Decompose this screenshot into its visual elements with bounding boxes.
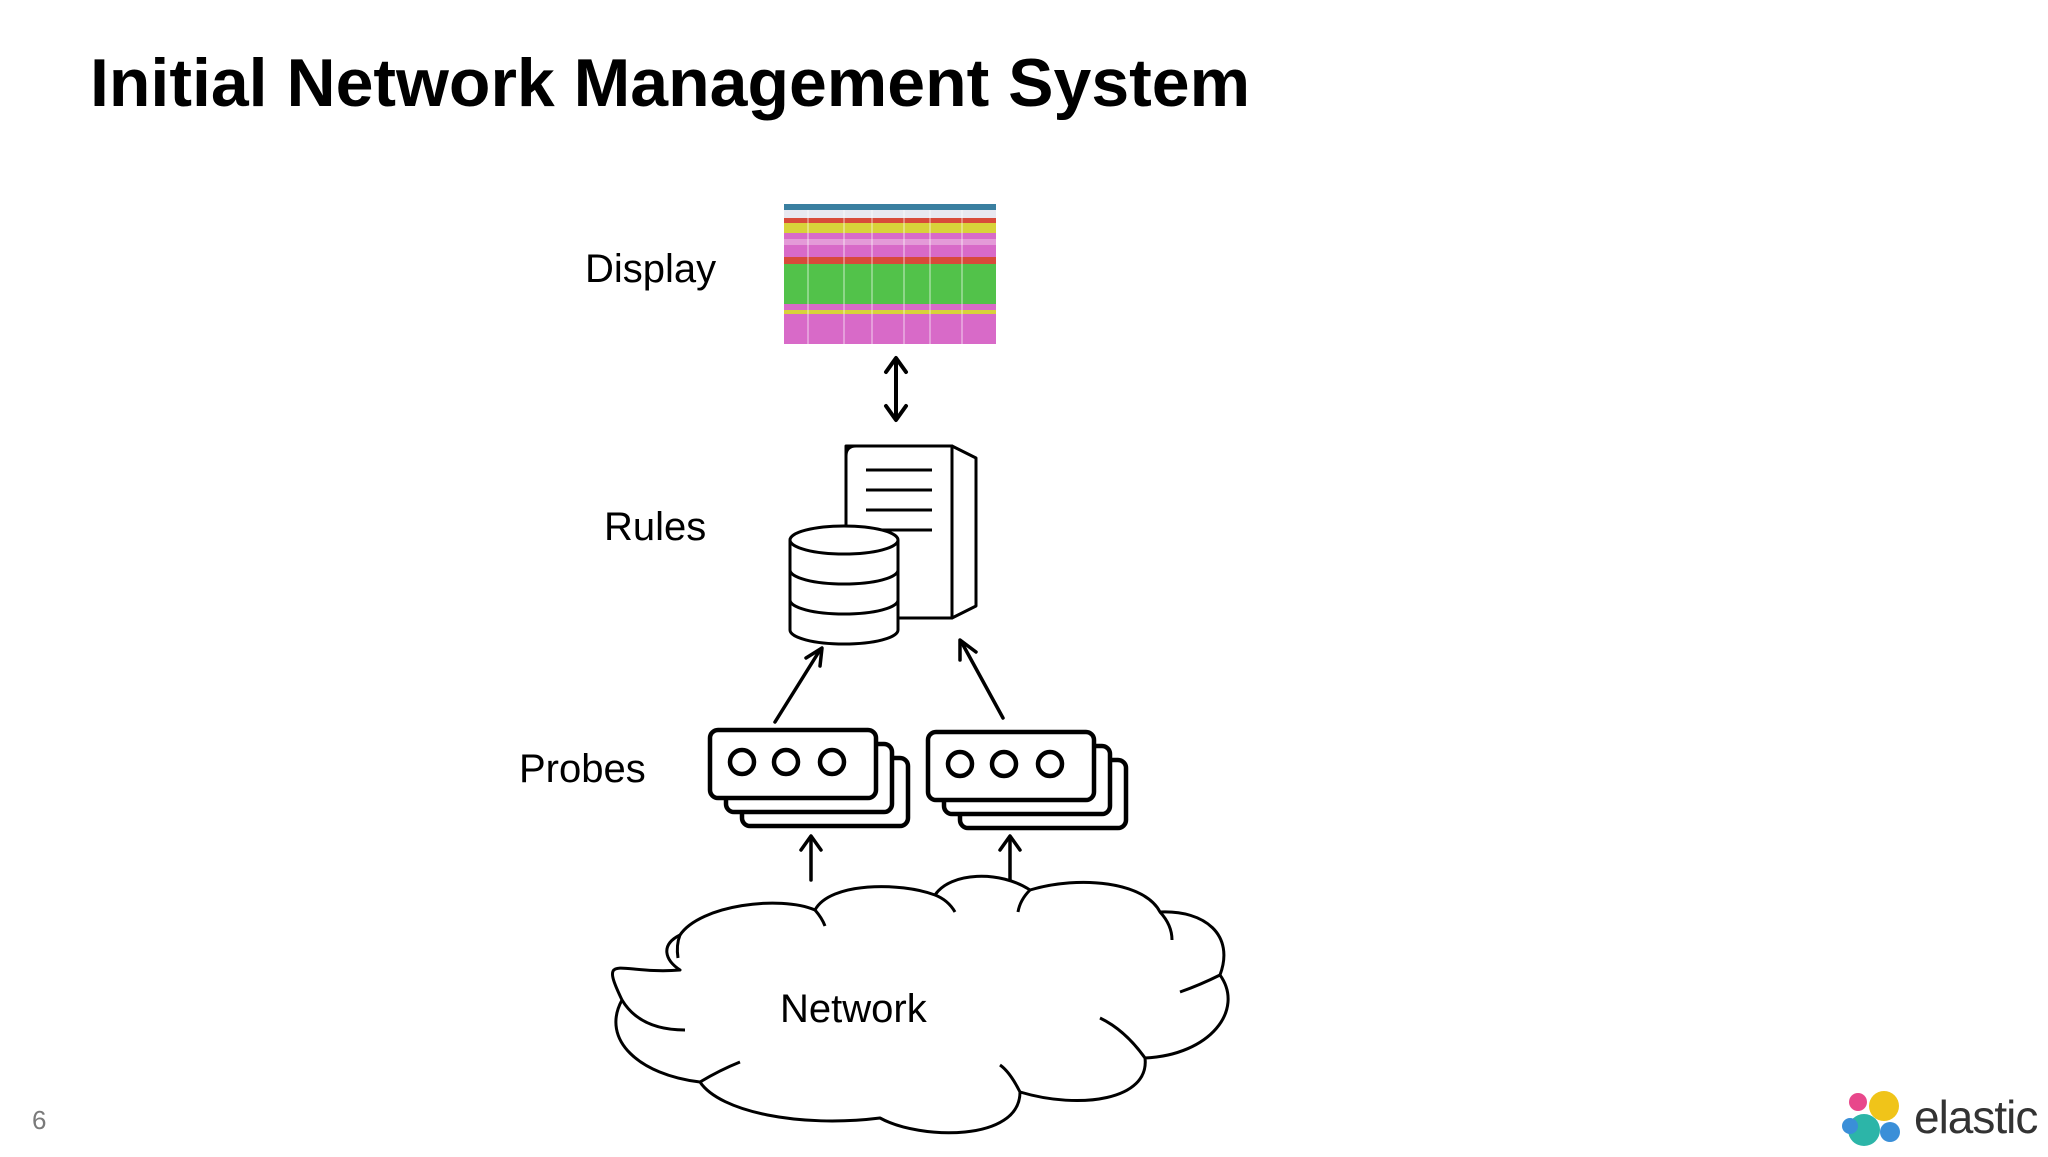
probes-label: Probes [519, 747, 646, 791]
probe-stack-right-icon [925, 729, 1129, 831]
network-to-probe-arrows [799, 834, 1022, 882]
rules-label: Rules [604, 505, 706, 549]
rules-database-icon [788, 524, 900, 646]
probe-to-rules-arrows [773, 638, 1005, 724]
elastic-logo-mark-icon [1842, 1091, 1900, 1146]
slide-title: Initial Network Management System [90, 45, 1251, 121]
network-label: Network [780, 987, 928, 1031]
display-rules-double-arrow [884, 356, 908, 422]
display-screen-image [784, 204, 996, 344]
probe-stack-left-icon [707, 727, 911, 829]
page-number: 6 [32, 1105, 47, 1135]
elastic-logo-text: elastic [1914, 1091, 2038, 1143]
network-cloud-icon [611, 874, 1230, 1135]
elastic-logo: elastic [1838, 1086, 2038, 1152]
display-label: Display [585, 247, 716, 291]
